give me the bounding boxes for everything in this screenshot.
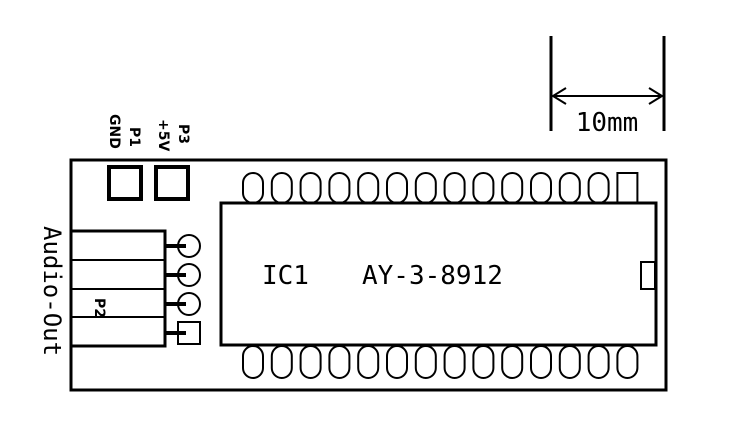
ic-part-label: AY-3-8912 — [362, 261, 503, 291]
p3-pad — [154, 165, 190, 201]
scale-label: 10mm — [576, 108, 639, 138]
ic-package: IC1 AY-3-8912 — [219, 201, 658, 347]
p3-signal-label: +5V — [155, 119, 171, 151]
audio-out-label: Audio-Out — [38, 226, 66, 356]
p1-name-label: P1 — [126, 127, 142, 147]
p2-name-label: P2 — [91, 298, 107, 318]
ic-pins-top — [242, 172, 639, 204]
ic-pins-bottom — [242, 345, 639, 379]
scale-bar: 10mm — [549, 36, 666, 138]
p3-name-label: P3 — [175, 124, 191, 144]
ic-notch — [640, 261, 656, 290]
p2-pins — [165, 234, 201, 345]
p1-pad — [107, 165, 143, 201]
ic-ref-label: IC1 — [262, 261, 309, 291]
p1-signal-label: GND — [106, 114, 122, 149]
p2-connector: P2 — [69, 229, 167, 348]
